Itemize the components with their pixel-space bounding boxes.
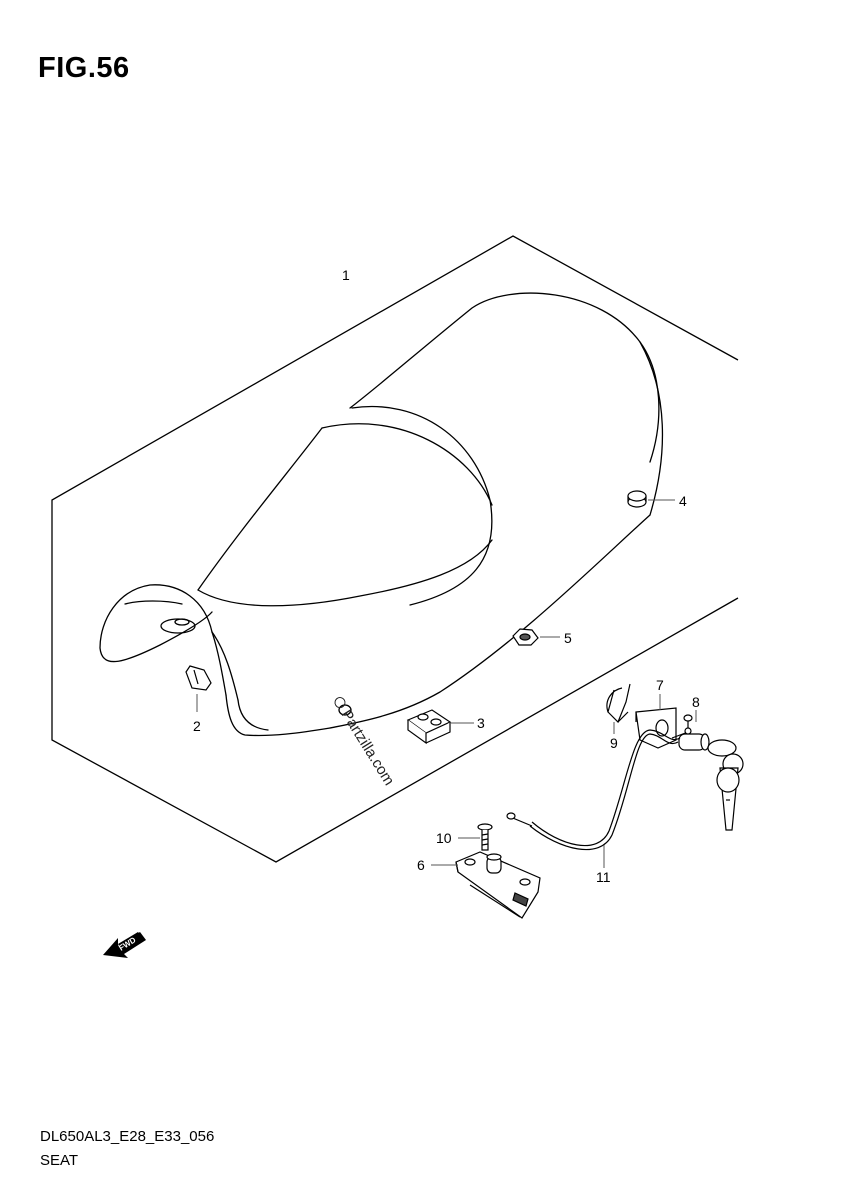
part-8-lock-set <box>678 714 744 831</box>
seat-assembly <box>99 292 664 737</box>
callout-1: 1 <box>342 267 350 283</box>
callout-4: 4 <box>679 493 687 509</box>
part-5-nut <box>512 628 539 646</box>
part-9-spring <box>606 683 631 724</box>
figure-title: FIG.56 <box>38 52 130 84</box>
drawing-name: SEAT <box>40 1152 79 1169</box>
assembly-boundary <box>51 235 739 863</box>
callout-10: 10 <box>436 830 452 846</box>
part-7-bracket <box>635 707 677 749</box>
leader-lines <box>196 499 697 868</box>
callout-9: 9 <box>610 735 618 751</box>
watermark-text: Partzilla.com <box>338 707 398 789</box>
callout-7: 7 <box>656 677 664 693</box>
part-4-cap <box>627 490 647 508</box>
part-2-cushion <box>185 665 212 691</box>
part-3-block <box>406 709 452 745</box>
part-10-screw <box>477 823 493 851</box>
part-11-cable <box>506 727 692 850</box>
callout-6: 6 <box>417 857 425 873</box>
drawing-code: DL650AL3_E28_E33_056 <box>40 1128 215 1145</box>
part-6-lock-base <box>455 851 541 919</box>
callout-8: 8 <box>692 694 700 710</box>
callout-5: 5 <box>564 630 572 646</box>
fwd-arrow-icon: FWD <box>103 932 146 958</box>
callout-11: 11 <box>596 869 611 885</box>
callout-3: 3 <box>477 715 485 731</box>
callout-2: 2 <box>193 718 201 734</box>
